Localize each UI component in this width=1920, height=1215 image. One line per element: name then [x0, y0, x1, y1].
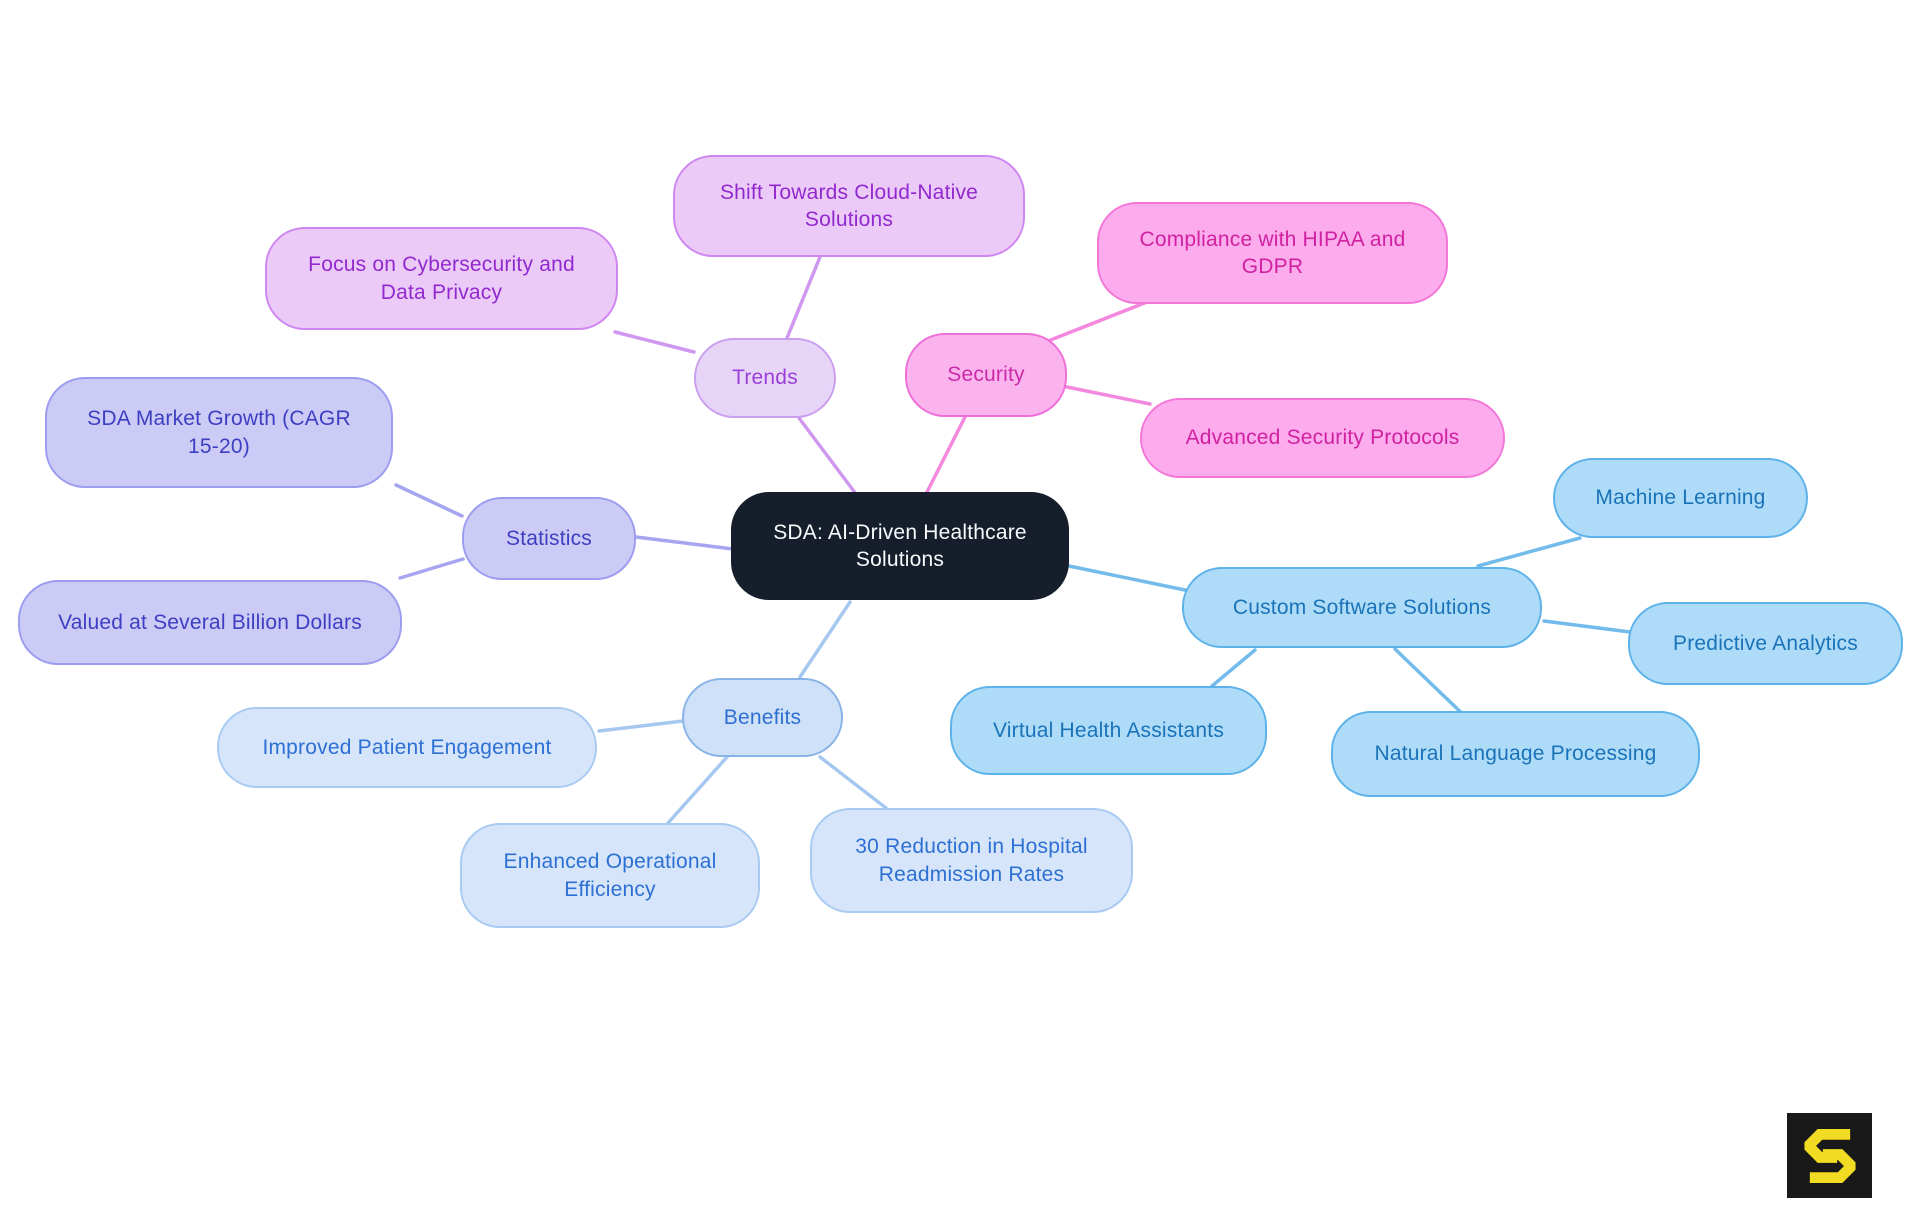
child-node-cloud-native[interactable]: Shift Towards Cloud-Native Solutions [673, 155, 1025, 257]
child-node-nlp[interactable]: Natural Language Processing [1331, 711, 1700, 797]
branch-node-custom-software[interactable]: Custom Software Solutions [1182, 567, 1542, 648]
edge-security-compliance [1046, 300, 1149, 343]
edge-statistics-valued [398, 557, 465, 580]
child-node-machine-learning[interactable]: Machine Learning [1553, 458, 1808, 538]
central-node[interactable]: SDA: AI-Driven Healthcare Solutions [731, 492, 1069, 600]
s-logo-icon [1803, 1128, 1856, 1183]
edge-security-protocols [1065, 385, 1152, 406]
edge-trends-cybersecurity [613, 330, 696, 354]
child-node-valued-billions[interactable]: Valued at Several Billion Dollars [18, 580, 402, 665]
edge-css-machine-learning [1476, 536, 1582, 568]
edge-benefits-engagement [597, 719, 685, 733]
child-node-market-growth[interactable]: SDA Market Growth (CAGR 15-20) [45, 377, 393, 488]
edge-css-virtual [1210, 648, 1257, 688]
branch-node-benefits[interactable]: Benefits [682, 678, 843, 757]
edge-css-predictive [1542, 619, 1632, 634]
edge-trends-cloud-native [785, 255, 822, 340]
child-node-patient-engagement[interactable]: Improved Patient Engagement [217, 707, 597, 788]
child-node-hipaa-gdpr[interactable]: Compliance with HIPAA and GDPR [1097, 202, 1448, 304]
edge-statistics-market-growth [394, 483, 464, 518]
brand-logo[interactable] [1787, 1113, 1872, 1198]
child-node-readmission-rates[interactable]: 30 Reduction in Hospital Readmission Rat… [810, 808, 1133, 913]
child-node-predictive-analytics[interactable]: Predictive Analytics [1628, 602, 1903, 685]
edge-central-trends [797, 416, 858, 496]
edge-central-statistics [634, 535, 735, 551]
branch-node-statistics[interactable]: Statistics [462, 497, 636, 580]
child-node-security-protocols[interactable]: Advanced Security Protocols [1140, 398, 1505, 478]
branch-node-trends[interactable]: Trends [694, 338, 836, 418]
edge-benefits-efficiency [666, 755, 729, 825]
edge-central-custom-software [1067, 564, 1187, 592]
child-node-virtual-assistants[interactable]: Virtual Health Assistants [950, 686, 1267, 775]
edge-central-security [924, 415, 967, 496]
edge-css-nlp [1393, 647, 1473, 724]
child-node-operational-efficiency[interactable]: Enhanced Operational Efficiency [460, 823, 760, 928]
edge-central-benefits [798, 600, 852, 679]
child-node-cybersecurity-privacy[interactable]: Focus on Cybersecurity and Data Privacy [265, 227, 618, 330]
branch-node-security[interactable]: Security [905, 333, 1067, 417]
edge-benefits-readmission [818, 755, 888, 810]
